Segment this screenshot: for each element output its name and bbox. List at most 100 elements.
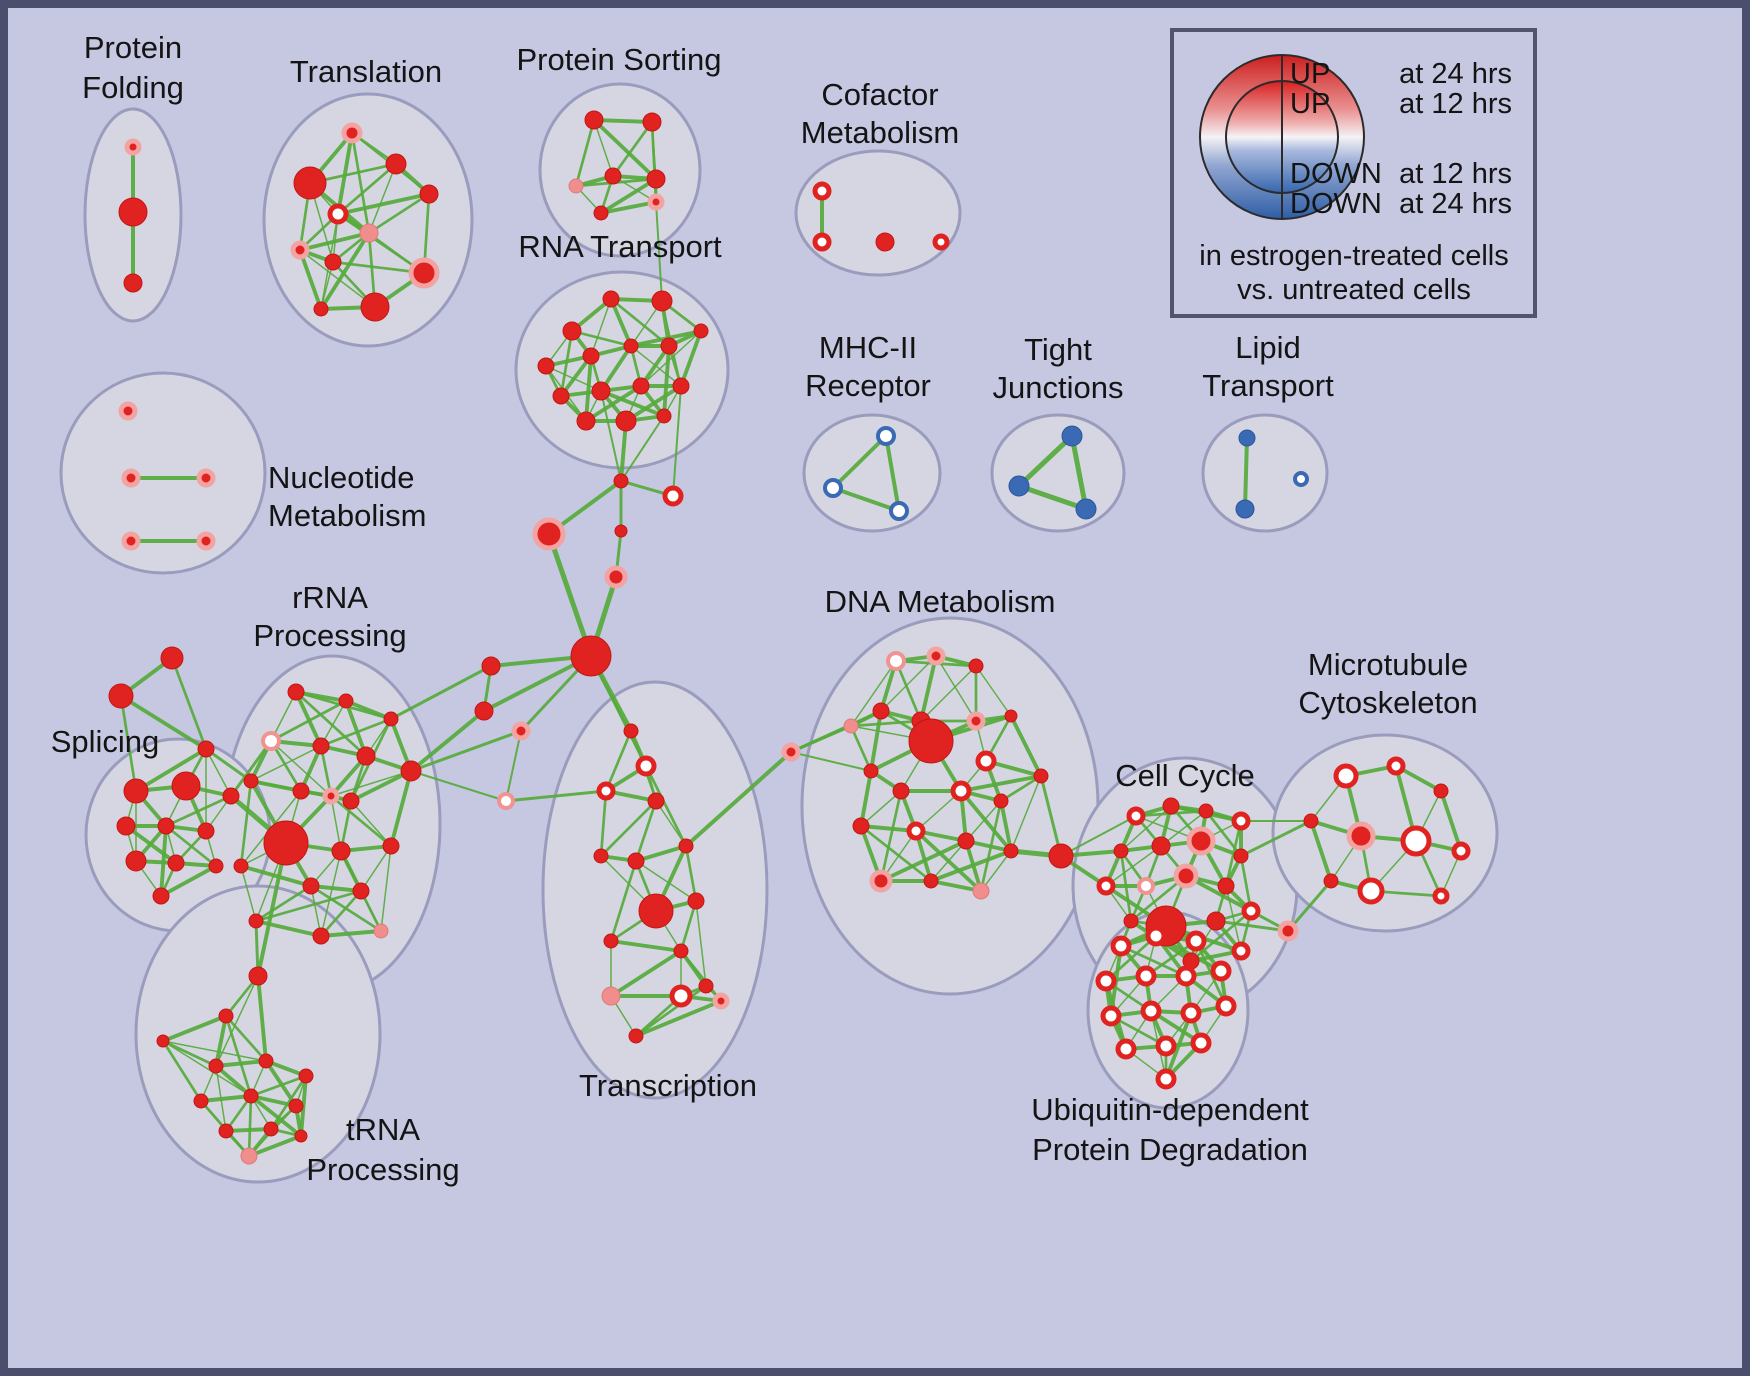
edge (1119, 849, 1133, 923)
edge (350, 131, 371, 235)
node-translation (360, 292, 390, 322)
node-rrna-processing (400, 760, 422, 782)
edge (159, 864, 218, 898)
edge (336, 131, 354, 216)
node-ubiquitin-degradation (1155, 1035, 1177, 1057)
node-cell-cycle (1206, 911, 1226, 931)
node-trna-processing (294, 1129, 308, 1143)
node-splicing (160, 646, 184, 670)
edge (164, 824, 218, 868)
node-lipid-transport (1238, 429, 1256, 447)
node-rrna-processing (287, 683, 305, 701)
edge (269, 699, 348, 743)
edge (249, 1094, 298, 1108)
cluster-label-protein-folding: Folding (82, 70, 184, 105)
edge (849, 719, 923, 728)
node-rrna-processing (331, 841, 351, 861)
edge (239, 779, 253, 868)
edge (599, 799, 658, 858)
cluster-ellipse-trna-processing (134, 884, 382, 1184)
node-lipid-transport (1235, 499, 1255, 519)
node-rrna-processing (373, 923, 389, 939)
edge (1119, 944, 1188, 978)
edge (161, 1039, 203, 1103)
node-ubiquitin-degradation (1140, 1000, 1162, 1022)
edge (979, 799, 1003, 893)
node-dna-metabolism (908, 718, 954, 764)
node-rna-transport (591, 381, 611, 401)
legend-down12-dir: DOWN (1290, 158, 1382, 190)
edge (929, 849, 1013, 883)
node-rrna-processing (338, 693, 354, 709)
edge (240, 865, 257, 922)
cluster-label-rrna-processing: Processing (253, 618, 406, 653)
legend-up12-time: at 12 hrs (1399, 88, 1512, 120)
node-translation (385, 153, 407, 175)
node-rrna-processing (302, 877, 320, 895)
node-cell-cycle (1137, 877, 1155, 895)
node-transcription (623, 723, 639, 739)
cluster-label-tight-junctions: Junctions (993, 370, 1124, 405)
edge (119, 694, 208, 751)
edge (592, 118, 658, 181)
node-nucleotide-metabolism (196, 531, 216, 551)
node-cell-cycle (1096, 876, 1116, 896)
edge (336, 192, 431, 216)
node-dna-metabolism (1004, 709, 1018, 723)
cluster-label-nucleotide-metabolism: Metabolism (268, 498, 427, 533)
edge (344, 699, 368, 758)
node-splicing (108, 683, 134, 709)
node-protein-folding (124, 138, 142, 156)
edge (999, 774, 1043, 803)
cluster-label-cell-cycle: Cell Cycle (1115, 758, 1255, 793)
edge (1009, 714, 1043, 778)
node-splicing (157, 817, 175, 835)
edge (630, 345, 682, 387)
edge (505, 730, 522, 802)
connector-node (614, 524, 628, 538)
legend: UP at 24 hrs UP at 12 hrs DOWN at 12 hrs… (1170, 28, 1537, 318)
edge (849, 724, 873, 773)
node-rrna-processing (263, 820, 309, 866)
node-dna-metabolism (869, 869, 893, 893)
node-rrna-processing (322, 787, 340, 805)
node-microtubule-cytoskeleton (1303, 813, 1319, 829)
node-transcription (673, 943, 689, 959)
edge (914, 829, 983, 893)
node-dna-metabolism (892, 782, 910, 800)
node-cell-cycle (1126, 806, 1146, 826)
node-transcription (628, 1028, 644, 1044)
edge (831, 434, 888, 490)
node-tight-junctions (1061, 425, 1083, 447)
node-rna-transport (562, 321, 582, 341)
node-cell-cycle (1123, 913, 1139, 929)
node-transcription (678, 838, 694, 854)
edge (662, 344, 671, 418)
edge (559, 329, 574, 398)
node-splicing (208, 858, 224, 874)
node-translation (313, 301, 329, 317)
edge (879, 839, 968, 883)
node-splicing (222, 787, 240, 805)
edge (199, 1094, 253, 1103)
edge (170, 656, 208, 751)
node-protein-sorting (584, 110, 604, 130)
edge (161, 1014, 228, 1043)
edge (584, 384, 643, 423)
edge (239, 864, 313, 888)
node-rna-transport (602, 290, 620, 308)
node-ubiquitin-degradation (1145, 925, 1167, 947)
edge (368, 163, 397, 234)
edge (860, 790, 902, 827)
edge (635, 860, 697, 902)
node-trna-processing (156, 1034, 170, 1048)
node-cell-cycle (1231, 811, 1251, 831)
edge (1104, 934, 1158, 983)
cluster-label-trna-processing: tRNA (346, 1112, 420, 1147)
edge (162, 1040, 267, 1062)
node-cell-cycle (1198, 803, 1214, 819)
node-translation (341, 122, 363, 144)
